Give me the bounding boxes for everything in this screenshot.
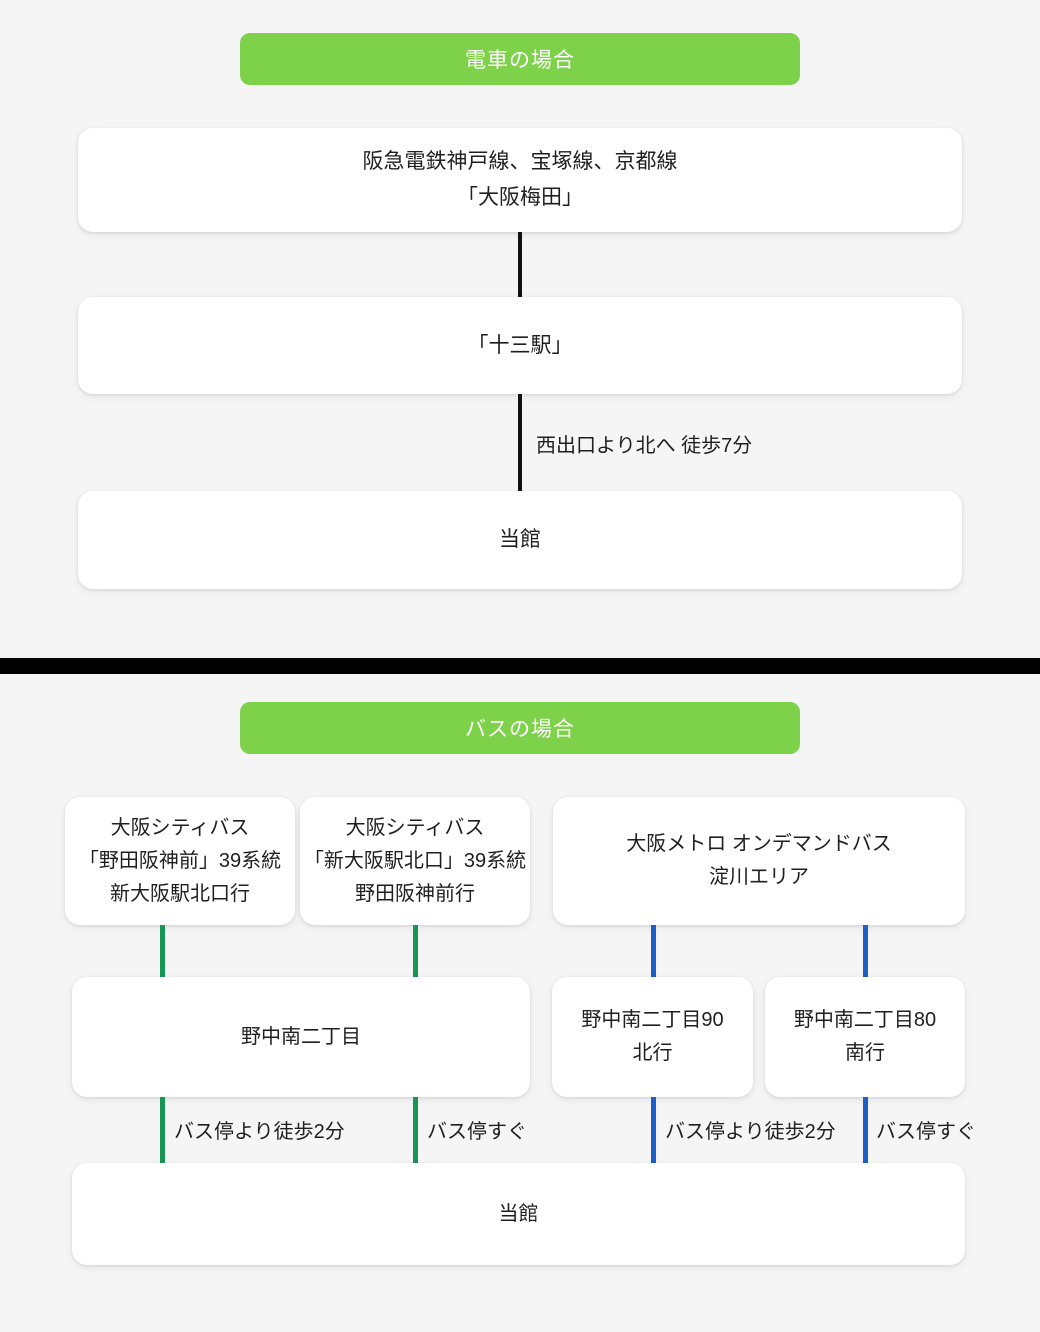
train-node-juso-station-line1: 「十三駅」 <box>467 333 573 357</box>
bus-stop-nonakaminami-80-south: 野中南二丁目80 南行 <box>765 977 965 1097</box>
bus-stop-right-line1: 野中南二丁目80 <box>793 1009 937 1031</box>
bus-route-metro-ondemand: 大阪メトロ オンデマンドバス 淀川エリア <box>553 797 965 925</box>
bus-connector-green-1-upper <box>160 925 165 977</box>
train-section-badge-label: 電車の場合 <box>465 49 575 72</box>
bus-connector-blue-1-upper <box>651 925 656 977</box>
bus-stop-mid-line1: 野中南二丁目90 <box>581 1009 724 1031</box>
train-connector-1 <box>518 232 522 297</box>
bus-route-b-line2: 「新大阪駅北口」39系統 <box>303 849 527 872</box>
train-node-osaka-umeda: 阪急電鉄神戸線、宝塚線、京都線 「大阪梅田」 <box>78 128 962 232</box>
bus-connector-green-2-upper <box>413 925 418 977</box>
bus-stop-nonakaminami-90-north: 野中南二丁目90 北行 <box>552 977 753 1097</box>
bus-node-destination-line1: 当館 <box>498 1202 539 1225</box>
bus-stop-mid-line2: 北行 <box>632 1042 673 1064</box>
bus-route-a-line1: 大阪シティバス <box>110 816 250 839</box>
train-node-osaka-umeda-line1: 阪急電鉄神戸線、宝塚線、京都線 <box>362 150 678 173</box>
bus-connector-green-2-lower <box>413 1097 418 1163</box>
bus-node-destination: 当館 <box>72 1163 965 1265</box>
bus-connector-blue-2-lower <box>863 1097 868 1163</box>
train-section-badge: 電車の場合 <box>240 33 800 85</box>
bus-section-badge-label: バスの場合 <box>465 718 575 741</box>
bus-section-badge: バスの場合 <box>240 702 800 754</box>
bus-route-a-line3: 新大阪駅北口行 <box>110 882 250 905</box>
train-walk-label: 西出口より北へ 徒歩7分 <box>536 435 753 457</box>
bus-route-c-line1: 大阪メトロ オンデマンドバス <box>626 833 892 855</box>
bus-stop-left-line1: 野中南二丁目 <box>241 1025 361 1048</box>
bus-route-b-line3: 野田阪神前行 <box>355 882 475 905</box>
bus-route-city-bus-39-northbound: 大阪シティバス 「野田阪神前」39系統 新大阪駅北口行 <box>65 797 295 925</box>
bus-route-c-line2: 淀川エリア <box>709 866 809 888</box>
train-node-osaka-umeda-line2: 「大阪梅田」 <box>457 186 583 209</box>
train-node-destination: 当館 <box>78 491 962 589</box>
train-node-juso-station: 「十三駅」 <box>78 297 962 394</box>
bus-route-a-line2: 「野田阪神前」39系統 <box>78 849 282 872</box>
train-connector-2 <box>518 394 522 491</box>
train-node-destination-line1: 当館 <box>499 528 541 551</box>
bus-connector-blue-1-lower <box>651 1097 656 1163</box>
bus-walk-label-4: バス停すぐ <box>876 1121 976 1143</box>
bus-walk-label-1: バス停より徒歩2分 <box>174 1121 345 1143</box>
bus-stop-nonakaminami-2chome: 野中南二丁目 <box>72 977 530 1097</box>
bus-walk-label-3: バス停より徒歩2分 <box>665 1121 836 1143</box>
bus-stop-right-line2: 南行 <box>845 1042 885 1064</box>
bus-route-city-bus-39-southbound: 大阪シティバス 「新大阪駅北口」39系統 野田阪神前行 <box>300 797 530 925</box>
bus-connector-blue-2-upper <box>863 925 868 977</box>
bus-walk-label-2: バス停すぐ <box>427 1121 527 1143</box>
bus-connector-green-1-lower <box>160 1097 165 1163</box>
bus-route-b-line1: 大阪シティバス <box>345 816 485 839</box>
section-divider <box>0 658 1040 674</box>
